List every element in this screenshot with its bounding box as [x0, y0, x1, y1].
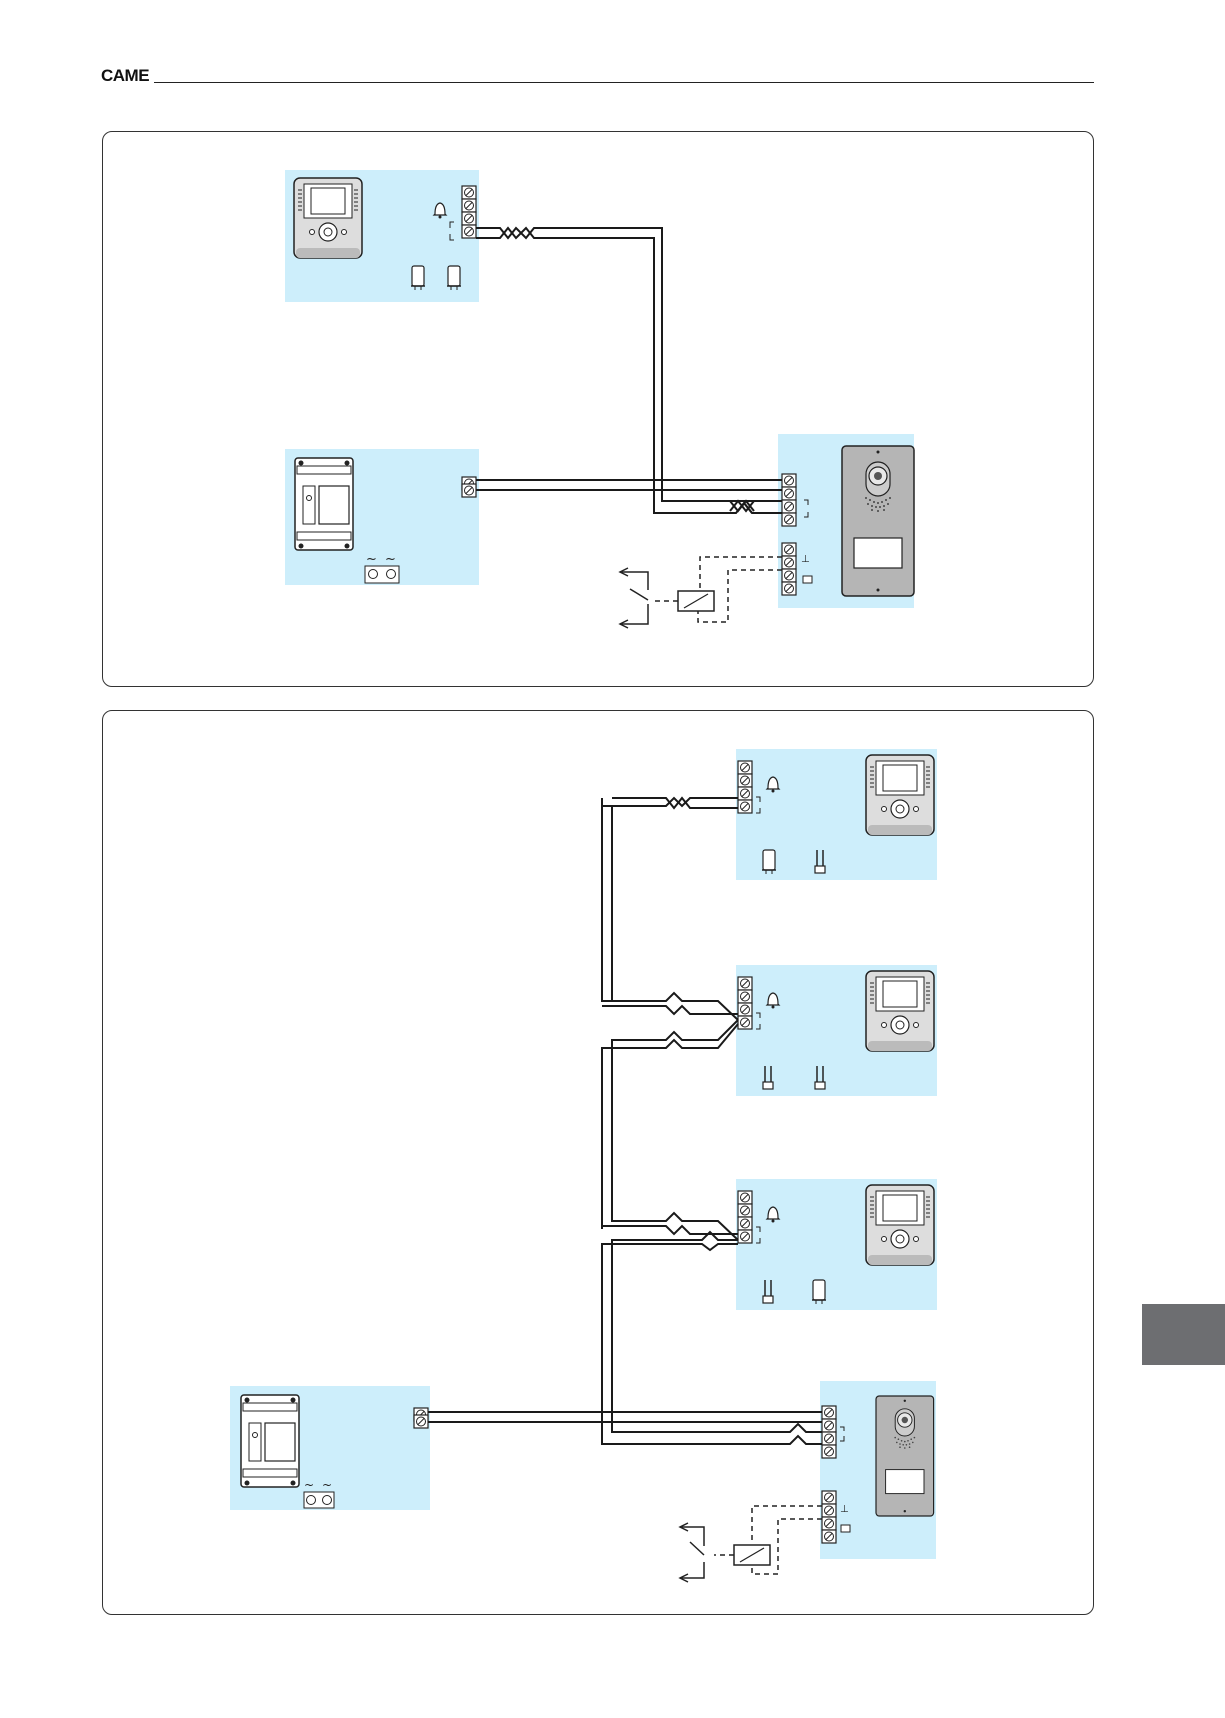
terminal-block — [782, 543, 796, 595]
bottom-diagram: ~ ~ ⊥ — [230, 749, 937, 1582]
handset-icon — [447, 266, 461, 290]
terminal-block — [822, 1406, 836, 1458]
lock-dashed-wires — [654, 557, 782, 622]
door-station-icon — [876, 1396, 934, 1516]
bus-wires — [476, 228, 782, 513]
terminal-block — [738, 1191, 752, 1243]
ac-tilde-icon: ~ — [385, 552, 396, 567]
lock-switch — [680, 1523, 704, 1582]
svg-text:⊥: ⊥ — [840, 1504, 849, 1515]
terminal-block — [782, 474, 796, 526]
terminal-block — [414, 1408, 428, 1428]
power-supply-icon — [295, 458, 353, 550]
terminal-block — [462, 477, 476, 497]
ac-tilde-icon: ~ — [304, 1478, 314, 1492]
terminal-block — [738, 977, 752, 1029]
lock-relay-icon — [678, 591, 714, 611]
svg-text:⊥: ⊥ — [801, 554, 810, 565]
lock-switch — [620, 568, 648, 628]
ac-tilde-icon: ~ — [366, 552, 377, 567]
handset-icon — [411, 266, 425, 290]
handset-icon — [762, 850, 776, 874]
door-station-icon — [842, 446, 914, 596]
power-supply-icon — [241, 1395, 299, 1487]
lock-relay-icon — [734, 1545, 770, 1565]
ac-tilde-icon: ~ — [322, 1478, 332, 1492]
monitor-icon — [866, 1185, 934, 1265]
monitor-icon — [866, 755, 934, 835]
top-diagram: ~ ~ ⊥ — [285, 170, 914, 628]
monitor-icon — [866, 971, 934, 1051]
terminal-block — [822, 1491, 836, 1543]
handset-icon — [812, 1280, 826, 1304]
terminal-block — [738, 761, 752, 813]
bus-wires — [428, 798, 822, 1444]
terminal-block — [462, 186, 476, 238]
monitor-icon — [294, 178, 362, 258]
